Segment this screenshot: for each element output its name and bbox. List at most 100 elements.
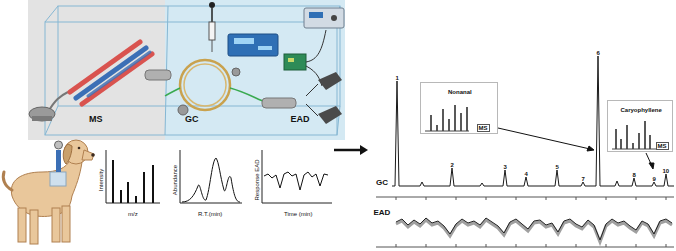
circuit-board-part <box>306 30 326 62</box>
panel-label: EAD <box>291 115 310 124</box>
callout-number: 1 <box>396 75 399 81</box>
column-fittings-part <box>262 98 296 108</box>
callout-number: 8 <box>633 172 636 178</box>
spectrum-bar <box>615 129 617 149</box>
spectrum-bar <box>626 125 628 149</box>
gc-syringe <box>209 2 215 52</box>
amplifier-part <box>331 15 337 21</box>
mass-spectrum-plot-part <box>127 182 129 203</box>
gc-column-part <box>184 64 226 106</box>
ion-source-part <box>145 70 171 80</box>
dog-illustration-part <box>3 172 12 190</box>
gc-ead-chart: GC EAD NonanalMS CaryophylleneMS <box>368 52 674 250</box>
amplifier <box>304 8 344 28</box>
dog-illustration <box>3 140 95 244</box>
amplifier-part <box>304 8 344 28</box>
quadrupole-rods-part <box>76 48 146 98</box>
trace-label: EAD <box>374 209 391 217</box>
callout-number: 6 <box>597 50 600 56</box>
column-fittings-part <box>232 68 240 76</box>
circuit-board-part <box>288 58 294 62</box>
ead-panel: EAD <box>255 0 345 140</box>
gc-controller-part <box>258 46 272 50</box>
callout-number: 3 <box>504 164 507 170</box>
spectrum-bar <box>454 105 456 131</box>
spectrum-axis <box>425 131 469 132</box>
vacuum-pump-part <box>29 107 55 121</box>
micromanipulators-part <box>318 106 342 124</box>
circuit-board <box>284 30 326 86</box>
gc-column-part <box>230 88 265 102</box>
inset-tag: MS <box>477 124 490 132</box>
axis-label: Intensity <box>98 169 104 191</box>
vacuum-pump <box>29 92 68 121</box>
inset-tag: MS <box>656 142 669 150</box>
quadrupole-rods <box>70 42 152 104</box>
panel-label: MS <box>89 115 103 124</box>
dog-illustration-part <box>30 210 38 244</box>
gc-controller-part <box>234 38 254 44</box>
spectrum-bar <box>649 135 651 149</box>
callout-number: 7 <box>582 176 585 182</box>
mass-spectrum-plot-part <box>152 165 154 203</box>
leader-arrows-part <box>649 163 654 169</box>
enclosure-outline-part <box>45 22 337 135</box>
micromanipulators <box>306 72 342 124</box>
chromatogram-plot <box>180 150 242 203</box>
arrow-head <box>360 145 368 155</box>
ms-inset: CaryophylleneMS <box>607 100 673 152</box>
enclosure-outline-part <box>58 6 340 106</box>
gc-trace-part <box>392 56 674 186</box>
ion-source <box>145 70 171 80</box>
ead-trace-plot-part <box>264 172 328 190</box>
enclosure-outline-part <box>45 6 58 22</box>
micromanipulators-part <box>318 72 342 90</box>
callout-number: 2 <box>451 162 454 168</box>
dog-illustration-part <box>63 144 72 164</box>
leader-arrows-part <box>498 128 590 149</box>
ead-plot: Response EAD Time (min) <box>250 145 334 219</box>
circuit-board-part <box>284 54 306 70</box>
ms-panel: MS <box>28 0 165 140</box>
spectrum-axis <box>612 149 656 150</box>
spectrum-bar <box>430 115 432 131</box>
spectrum-bar <box>448 119 450 131</box>
trace-label: GC <box>376 179 388 187</box>
axis-label: Response EAD <box>253 159 259 200</box>
spectrum-bar <box>620 139 622 149</box>
callout-number: 4 <box>525 171 528 177</box>
spectrum-bar <box>632 143 634 149</box>
mass-spectrum-plot-part <box>120 190 122 203</box>
chromatogram-plot: AbundanceR.T.(min) <box>169 145 245 219</box>
quadrupole-rods-part <box>82 54 152 104</box>
enclosure-outline <box>45 6 340 135</box>
leader-arrows-part <box>587 146 594 151</box>
axis-label: Time (min) <box>284 211 312 217</box>
ead-trace-plot-part <box>262 150 332 203</box>
ead-trace <box>396 218 672 242</box>
dog-illustration-part <box>78 147 81 150</box>
mass-spectrum-plot-part <box>106 150 160 203</box>
axis-label: m/z <box>128 211 138 217</box>
ead-trace-part <box>396 218 672 240</box>
flow-arrow <box>334 145 368 155</box>
instrument-panels-part <box>28 0 165 140</box>
spectrum-plot: Intensity m/z <box>95 145 165 219</box>
gc-column-part <box>165 88 180 96</box>
panel-label: GC <box>185 115 199 124</box>
chromatogram-axes <box>376 197 674 247</box>
axis-label: R.T.(min) <box>198 211 222 217</box>
spectrum-bar <box>436 125 438 131</box>
dog-illustration-part <box>50 172 66 186</box>
gc-column <box>165 60 265 110</box>
gc-column-part <box>180 60 230 110</box>
spectrum-bar <box>460 113 462 131</box>
column-fittings-part <box>178 105 188 115</box>
micromanipulators-part <box>306 84 318 96</box>
ms-inset: NonanalMS <box>420 82 498 134</box>
compound-name: Caryophyllene <box>621 107 662 113</box>
callout-number: 10 <box>663 168 670 174</box>
